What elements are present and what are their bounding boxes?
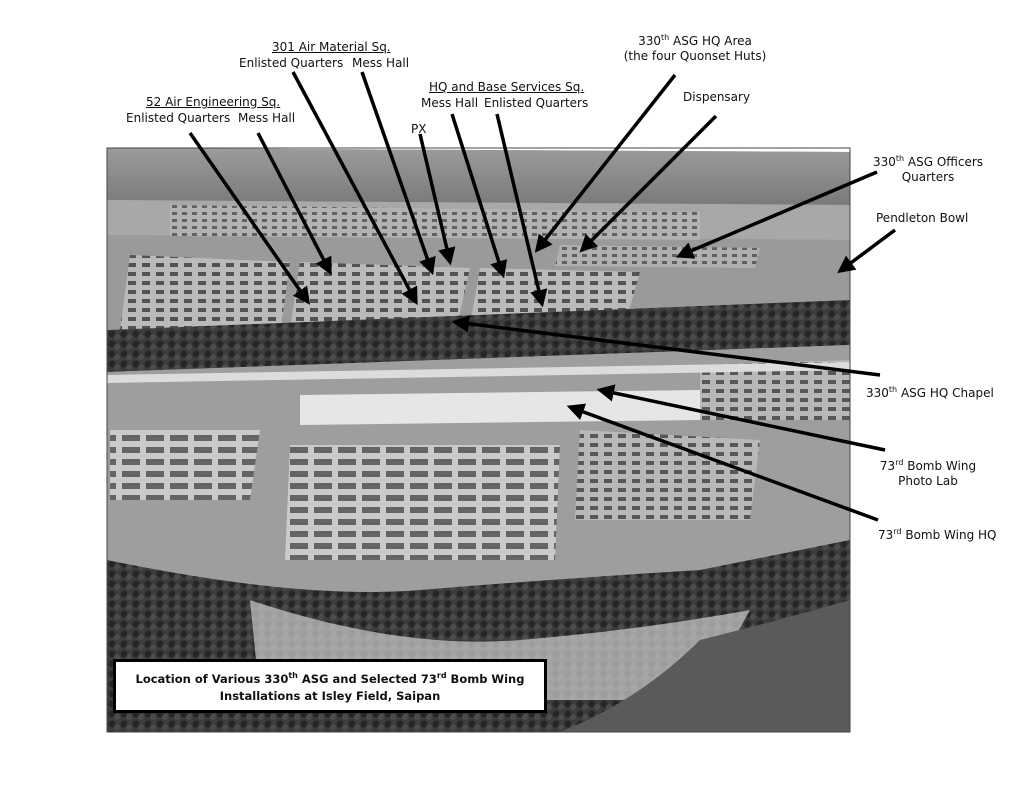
caption-line1-a: Location of Various 330 — [135, 671, 289, 686]
label-chapel: 330th ASG HQ Chapel — [866, 382, 994, 401]
label-hq-area-line2: (the four Quonset Huts) — [623, 49, 767, 63]
label-photolab-pre: 73 — [879, 459, 896, 473]
label-hq-area: 330th ASG HQ Area (the four Quonset Huts… — [620, 30, 770, 64]
label-301-enlisted: Enlisted Quarters — [239, 56, 344, 70]
label-hq-area-post: ASG HQ Area — [669, 34, 752, 48]
label-chapel-sup: th — [888, 385, 898, 394]
label-chapel-pre: 330 — [866, 386, 889, 400]
label-52-enlisted: Enlisted Quarters — [126, 111, 231, 125]
label-pendleton: Pendleton Bowl — [876, 211, 969, 225]
label-px: PX — [411, 122, 427, 136]
label-301-mess: Mess Hall — [352, 56, 410, 70]
label-hq-area-pre: 330 — [638, 34, 662, 48]
label-bwhq-pre: 73 — [878, 528, 894, 542]
label-hqbase-title: HQ and Base Services Sq. — [429, 80, 585, 94]
label-dispensary: Dispensary — [683, 90, 751, 104]
label-photolab-sup: rd — [895, 458, 904, 467]
label-bwhq-post: Bomb Wing HQ — [901, 528, 997, 542]
label-hqbase-mess: Mess Hall — [421, 96, 479, 110]
label-bwhq-sup: rd — [893, 527, 902, 536]
label-officers-sup: th — [895, 154, 905, 163]
label-52-title: 52 Air Engineering Sq. — [146, 95, 281, 109]
label-301-title: 301 Air Material Sq. — [272, 40, 391, 54]
caption-line-2: Installations at Isley Field, Saipan — [219, 688, 441, 703]
label-officers-pre: 330 — [872, 155, 896, 169]
caption-line1-sup: th — [288, 671, 298, 681]
label-bwhq: 73rd Bomb Wing HQ — [878, 524, 996, 543]
label-hqbase-enlisted: Enlisted Quarters — [484, 96, 589, 110]
label-officers: 330th ASG Officers Quarters — [868, 151, 988, 185]
caption-line1-sup2: rd — [436, 671, 447, 681]
caption-box: Location of Various 330th ASG and Select… — [113, 659, 547, 713]
caption-line-1: Location of Various 330th ASG and Select… — [136, 667, 525, 688]
label-officers-post: ASG Officers — [904, 155, 984, 169]
label-photolab-post: Bomb Wing — [903, 459, 977, 473]
caption-line1-b: ASG and Selected 73 — [297, 671, 437, 686]
label-hq-area-sup: th — [661, 33, 670, 42]
label-52-mess: Mess Hall — [238, 111, 296, 125]
label-photolab-line2: Photo Lab — [898, 474, 958, 488]
label-chapel-post: ASG HQ Chapel — [897, 386, 994, 400]
caption-line1-c: Bomb Wing — [446, 671, 525, 686]
label-photolab: 73rd Bomb Wing Photo Lab — [868, 455, 988, 489]
label-officers-line2: Quarters — [901, 170, 955, 184]
